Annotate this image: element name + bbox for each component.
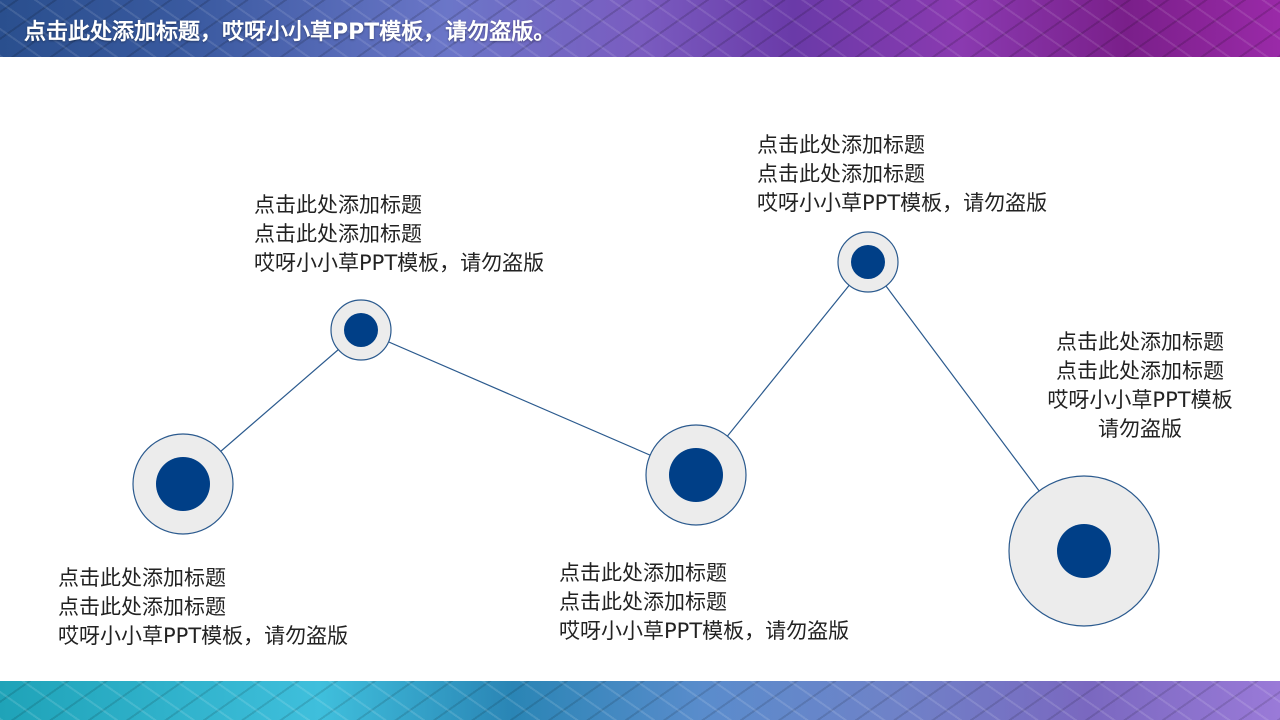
connectors (182, 261, 1085, 552)
label-line: 请勿盗版 (1098, 417, 1182, 441)
label-line: 点击此处添加标题 (757, 133, 925, 157)
label-line: 点击此处添加标题 (254, 222, 422, 246)
node-inner-dot (669, 448, 723, 502)
label-line: 哎呀小小草PPT模板，请勿盗版 (58, 624, 349, 648)
label-line: 点击此处添加标题 (254, 193, 422, 217)
label-line: 哎呀小小草PPT模板 (1047, 388, 1233, 412)
node-inner-dot (344, 313, 378, 347)
node-2[interactable] (330, 299, 392, 361)
node-2-label[interactable]: 点击此处添加标题 点击此处添加标题 哎呀小小草PPT模板，请勿盗版 (254, 191, 544, 278)
label-line: 点击此处添加标题 (1056, 330, 1224, 354)
label-line: 点击此处添加标题 (58, 595, 226, 619)
label-line: 哎呀小小草PPT模板，请勿盗版 (254, 251, 545, 275)
bottom-decorative-banner (0, 681, 1280, 720)
label-line: 点击此处添加标题 (757, 162, 925, 186)
label-line: 点击此处添加标题 (559, 561, 727, 585)
node-3-label[interactable]: 点击此处添加标题 点击此处添加标题 哎呀小小草PPT模板，请勿盗版 (559, 559, 849, 646)
node-inner-dot (156, 457, 210, 511)
node-1-label[interactable]: 点击此处添加标题 点击此处添加标题 哎呀小小草PPT模板，请勿盗版 (58, 564, 348, 651)
label-line: 点击此处添加标题 (58, 566, 226, 590)
label-line: 哎呀小小草PPT模板，请勿盗版 (757, 191, 1048, 215)
node-inner-dot (1057, 524, 1111, 578)
node-4[interactable] (837, 231, 899, 293)
top-decorative-banner: 点击此处添加标题，哎呀小小草PPT模板，请勿盗版。 (0, 0, 1280, 57)
node-1[interactable] (132, 433, 234, 535)
node-5-label[interactable]: 点击此处添加标题 点击此处添加标题 哎呀小小草PPT模板 请勿盗版 (1030, 328, 1250, 444)
node-3[interactable] (645, 424, 747, 526)
label-line: 点击此处添加标题 (1056, 359, 1224, 383)
slide-title[interactable]: 点击此处添加标题，哎呀小小草PPT模板，请勿盗版。 (24, 20, 556, 45)
label-line: 哎呀小小草PPT模板，请勿盗版 (559, 619, 850, 643)
connector-2-3 (360, 329, 697, 476)
node-4-label[interactable]: 点击此处添加标题 点击此处添加标题 哎呀小小草PPT模板，请勿盗版 (757, 131, 1047, 218)
label-line: 点击此处添加标题 (559, 590, 727, 614)
node-inner-dot (851, 245, 885, 279)
node-5[interactable] (1008, 475, 1160, 627)
